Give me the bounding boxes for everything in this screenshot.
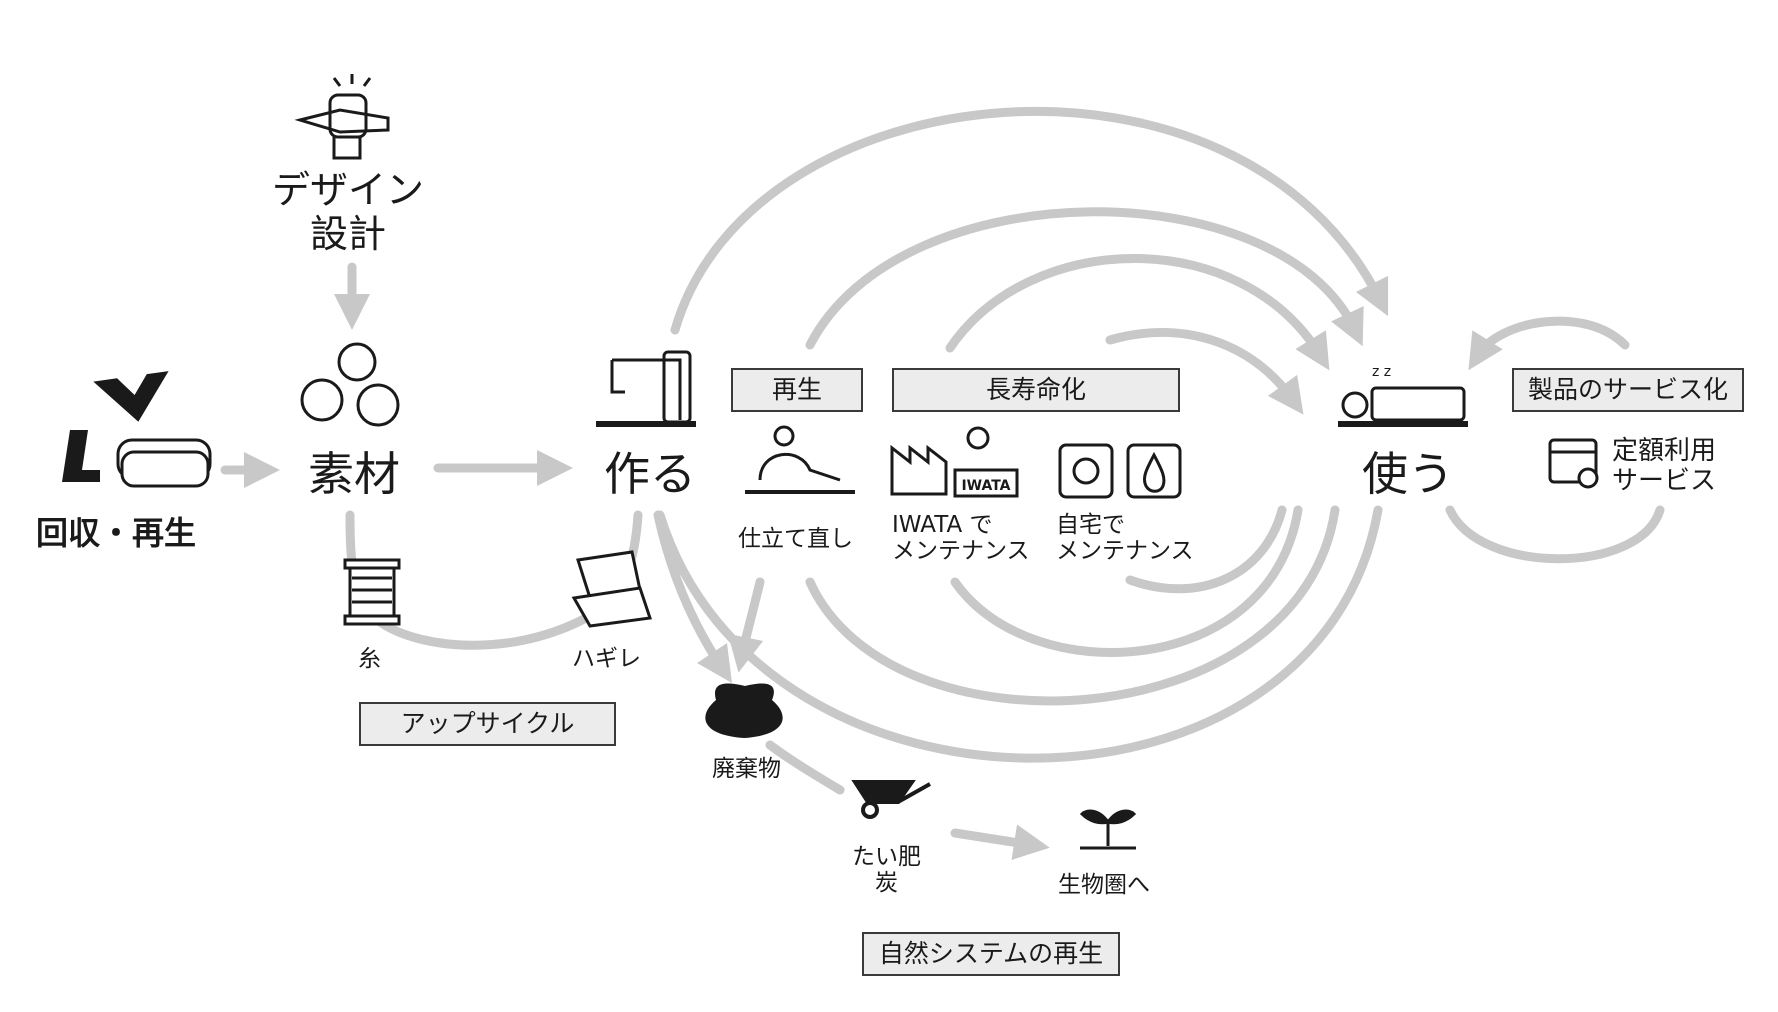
scraps-label: ハギレ xyxy=(572,646,641,672)
subscription-line1: 定額利用 xyxy=(1612,436,1717,466)
iwata-maint-line2: メンテナンス xyxy=(892,538,1030,564)
loop-outer xyxy=(670,106,1389,335)
service-loop-lower xyxy=(1445,505,1665,564)
servitization-box: 製品のサービス化 xyxy=(1512,368,1744,412)
waste-label: 廃棄物 xyxy=(712,756,781,782)
biosphere-label: 生物圏へ xyxy=(1058,872,1150,898)
iwata-sign-text: IWATA xyxy=(961,478,1010,494)
bed-icon xyxy=(1338,386,1468,427)
make-label: 作る xyxy=(604,447,696,501)
return-4 xyxy=(1125,505,1287,594)
thread-spool-icon xyxy=(343,558,401,626)
design-label: デザイン 設計 xyxy=(272,168,424,256)
loop-2 xyxy=(805,207,1364,350)
natural-box: 自然システムの再生 xyxy=(862,932,1120,976)
use-label: 使う xyxy=(1362,447,1454,501)
service-loop xyxy=(1468,316,1630,371)
sewing-machine-icon xyxy=(596,350,696,427)
iwata-maint-line1: IWATA で xyxy=(892,512,993,538)
longevity-box: 長寿命化 xyxy=(892,368,1180,412)
compost-line2: 炭 xyxy=(875,870,898,896)
collect-label: 回収・再生 xyxy=(36,514,197,552)
iwata-maint-label: IWATA で メンテナンス xyxy=(892,512,1030,564)
subscription-line2: サービス xyxy=(1612,466,1717,496)
waste-bag-icon xyxy=(705,683,783,738)
factory-icon xyxy=(890,444,948,496)
tailor-label: 仕立て直し xyxy=(738,526,853,552)
home-maint-line1: 自宅で xyxy=(1056,512,1125,538)
arrow-compost-to-biosphere xyxy=(950,824,1050,861)
sprout-icon xyxy=(1079,809,1137,850)
sleep-z-text: z z xyxy=(1372,364,1391,380)
worker-icon xyxy=(953,426,1019,498)
thread-label: 糸 xyxy=(358,646,381,672)
loop-4 xyxy=(1105,328,1304,415)
tailor-icon xyxy=(745,425,855,494)
arrow-waste-to-compost xyxy=(765,740,845,795)
upcycle-box: アップサイクル xyxy=(359,702,616,746)
return-outer xyxy=(655,505,1383,763)
regen-box: 再生 xyxy=(731,368,863,412)
fabric-scraps-icon xyxy=(571,550,652,628)
home-maint-line2: メンテナンス xyxy=(1056,538,1194,564)
calendar-icon xyxy=(1548,438,1599,489)
loop-3 xyxy=(945,254,1330,371)
design-label-line1: デザイン xyxy=(272,168,425,212)
material-label: 素材 xyxy=(308,447,400,501)
design-hand-icon xyxy=(294,74,390,160)
home-maint-label: 自宅で メンテナンス xyxy=(1056,512,1194,564)
wheelbarrow-icon xyxy=(851,780,931,819)
return-2 xyxy=(805,505,1340,706)
subscription-label: 定額利用 サービス xyxy=(1612,436,1716,496)
recycle-icon xyxy=(58,371,169,482)
compost-label: たい肥 炭 xyxy=(852,844,921,896)
folded-cloth-icon xyxy=(116,438,212,488)
water-drop-icon xyxy=(1126,443,1182,499)
return-3 xyxy=(950,505,1303,658)
design-label-line2: 設計 xyxy=(310,212,387,256)
arrow-tailor-to-waste xyxy=(727,577,765,673)
sun-icon xyxy=(1058,443,1114,499)
cotton-icon xyxy=(300,342,400,427)
compost-line1: たい肥 xyxy=(852,844,921,870)
